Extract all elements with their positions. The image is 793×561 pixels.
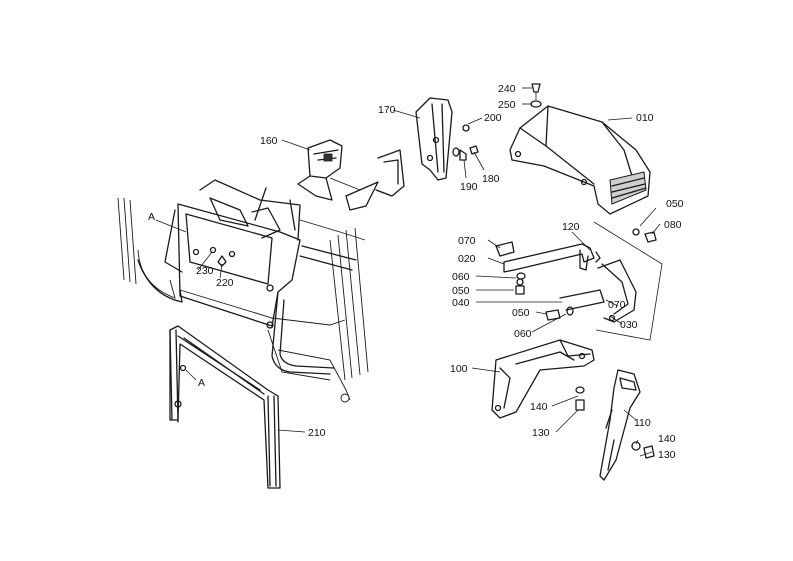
label-050-mid: 050 [452,285,470,297]
label-140-left: 140 [530,401,548,413]
label-050-top: 050 [666,198,684,210]
label-010: 010 [636,112,654,124]
label-020: 020 [458,253,476,265]
hood-bolts [632,228,657,243]
label-170: 170 [378,104,396,116]
cover-100-hardware [575,386,585,411]
label-130-left: 130 [532,427,550,439]
label-220: 220 [216,277,234,289]
part-160-bracket [297,139,343,201]
label-060-bottom: 060 [514,328,532,340]
label-230: 230 [196,265,214,277]
part-number-labels: 010 240 250 170 200 160 190 180 050 080 … [148,83,684,461]
cover-110-hardware [631,441,655,459]
part-170-stay [345,97,453,211]
label-120: 120 [562,221,580,233]
stay-hardware [452,124,479,161]
label-140-right: 140 [658,433,676,445]
tractor-body-outline [117,197,369,403]
leader-lines [155,87,661,457]
part-100-side-cover [491,339,595,419]
label-100: 100 [450,363,468,375]
support-bracket-assembly [495,221,663,341]
label-ref-a-top: A [148,211,155,223]
label-040: 040 [452,297,470,309]
label-080: 080 [664,219,682,231]
label-190: 190 [460,181,478,193]
label-130-right: 130 [658,449,676,461]
label-200: 200 [484,112,502,124]
panel-screws [209,246,236,267]
label-250: 250 [498,99,516,111]
part-010-cover [509,105,651,215]
label-160: 160 [260,135,278,147]
part-210-cover-frame [169,325,281,489]
label-060-top: 060 [452,271,470,283]
label-210: 210 [308,427,326,439]
label-070-top: 070 [458,235,476,247]
label-ref-a-bottom: A [198,377,205,389]
label-240: 240 [498,83,516,95]
label-110: 110 [634,417,651,429]
dash-panel-assembly [137,179,357,375]
label-050-bolt: 050 [512,307,530,319]
label-180: 180 [482,173,500,185]
top-hardware [530,83,542,108]
label-030: 030 [620,319,638,331]
part-110-side-cover [599,369,641,481]
label-070-right: 070 [608,299,626,311]
